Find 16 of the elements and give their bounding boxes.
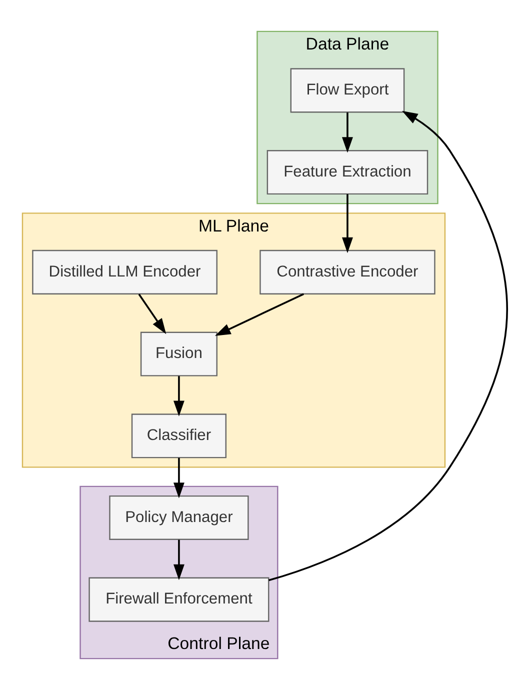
node-box: Feature Extraction [266,150,428,195]
node-box: Firewall Enforcement [88,577,270,622]
node-box: Flow Export [290,68,405,113]
node-box: Distilled LLM Encoder [32,250,218,294]
node-box: Contrastive Encoder [260,250,436,294]
arrow [173,458,184,498]
node-box: Fusion [140,332,218,376]
arrow [342,194,353,254]
arrow [342,112,353,153]
arrow [214,293,304,336]
arrow [173,540,184,580]
node-box: Classifier [131,414,226,458]
arrow [173,376,184,416]
arrow [268,110,508,582]
node-box: Policy Manager [109,495,249,540]
arrow [138,294,166,334]
